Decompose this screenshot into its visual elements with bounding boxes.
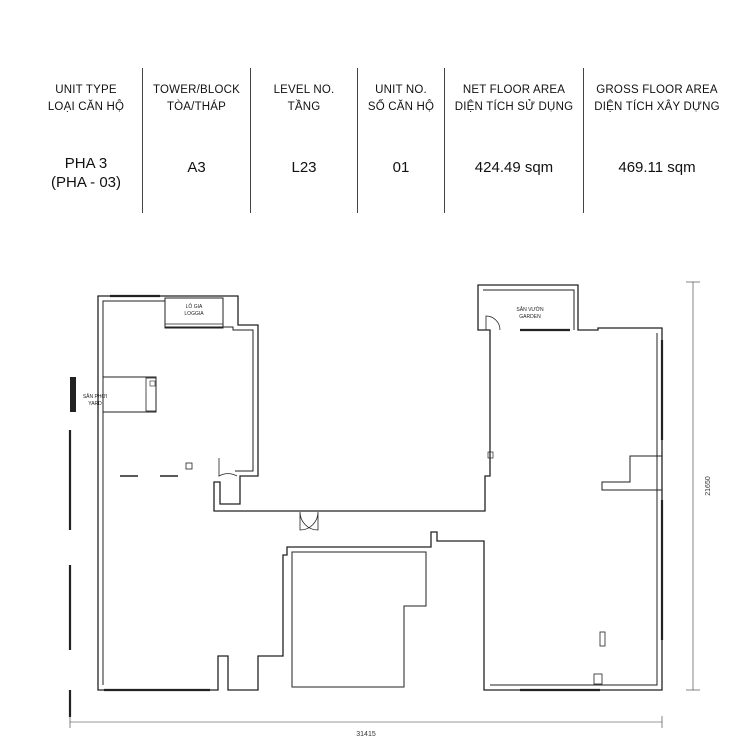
yard-label-vi: SÂN PHƠI <box>83 393 107 400</box>
column-mark <box>185 462 193 470</box>
left-wing-inner-wall <box>102 300 254 685</box>
tower-block-label-en: TOWER/BLOCK <box>153 84 240 96</box>
tower-block-value: A3 <box>143 158 250 177</box>
unit-info-table: UNIT TYPE LOẠI CĂN HỘ PHA 3 (PHA - 03) T… <box>30 68 730 213</box>
right-fixture-2 <box>593 673 603 685</box>
net-floor-area-header: NET FLOOR AREA DIỆN TÍCH SỬ DỤNG <box>445 82 583 116</box>
yard-wall <box>103 376 157 413</box>
column-divider <box>357 68 358 213</box>
floor-plan-walls <box>68 284 664 717</box>
left-wing-outer-wall <box>97 284 663 691</box>
level-no-label-vi: TẦNG <box>287 101 321 113</box>
column-divider <box>250 68 251 213</box>
net-floor-area-value-text: 424.49 sqm <box>474 159 554 176</box>
gross-floor-area-value: 469.11 sqm <box>584 158 730 177</box>
height-dimension-label: 21650 <box>705 476 712 496</box>
tower-block-label-vi: TÒA/THÁP <box>166 101 227 113</box>
unit-no-label-en: UNIT NO. <box>375 84 427 96</box>
tower-block-header: TOWER/BLOCK TÒA/THÁP <box>143 82 250 116</box>
gross-floor-area-label-en: GROSS FLOOR AREA <box>596 84 718 96</box>
tower-block-column: TOWER/BLOCK TÒA/THÁP A3 <box>143 68 250 213</box>
garden-label-en: GARDEN <box>519 314 541 320</box>
left-wing-windows <box>68 294 210 717</box>
unit-type-header: UNIT TYPE LOẠI CĂN HỘ <box>30 82 142 116</box>
level-no-header: LEVEL NO. TẦNG <box>251 82 357 116</box>
net-floor-area-label-vi: DIỆN TÍCH SỬ DỤNG <box>454 101 574 113</box>
column-divider <box>142 68 143 213</box>
unit-type-value-line-1: PHA 3 <box>64 155 108 172</box>
loggia-room <box>164 297 224 329</box>
yard-ledge <box>70 377 76 412</box>
level-no-value: L23 <box>251 158 357 177</box>
unit-type-label-en: UNIT TYPE <box>55 84 117 96</box>
height-dimension <box>686 281 700 691</box>
level-no-label-en: LEVEL NO. <box>273 84 335 96</box>
level-no-column: LEVEL NO. TẦNG L23 <box>251 68 357 213</box>
gross-floor-area-value-text: 469.11 sqm <box>618 159 696 176</box>
loggia-label-en: LOGGIA <box>184 311 204 317</box>
net-floor-area-value: 424.49 sqm <box>445 158 583 177</box>
tower-block-value-text: A3 <box>187 159 206 176</box>
net-floor-area-label-en: NET FLOOR AREA <box>462 84 566 96</box>
center-room-walls <box>291 551 427 688</box>
entry-door-swing <box>299 511 319 531</box>
right-wing-windows <box>520 328 664 692</box>
unit-no-value-text: 01 <box>392 159 410 176</box>
unit-type-value: PHA 3 (PHA - 03) <box>30 154 142 192</box>
gross-floor-area-column: GROSS FLOOR AREA DIỆN TÍCH XÂY DỰNG 469.… <box>584 68 730 213</box>
right-wing-notch <box>601 455 662 491</box>
unit-no-header: UNIT NO. SỐ CĂN HỘ <box>358 82 444 116</box>
column-divider <box>444 68 445 213</box>
width-dimension <box>69 716 663 728</box>
garden-wall <box>483 289 575 330</box>
yard-fixture <box>149 380 156 387</box>
unit-no-value: 01 <box>358 158 444 177</box>
unit-type-column: UNIT TYPE LOẠI CĂN HỘ PHA 3 (PHA - 03) <box>30 68 142 213</box>
unit-type-label-vi: LOẠI CĂN HỘ <box>47 101 125 113</box>
loggia-label-vi: LÔ GIA <box>186 303 203 310</box>
garden-door-swing <box>485 315 501 331</box>
gross-floor-area-label-vi: DIỆN TÍCH XÂY DỰNG <box>594 101 720 113</box>
garden-label-vi: SÂN VƯỜN <box>516 306 544 313</box>
unit-no-label-vi: SỐ CĂN HỘ <box>367 101 435 113</box>
level-no-value-text: L23 <box>291 159 317 176</box>
column-divider <box>583 68 584 213</box>
side-door-swing <box>218 458 238 477</box>
yard-enclosure <box>145 377 157 412</box>
right-wing-inner-wall <box>490 333 658 686</box>
right-fixture-1 <box>599 631 606 647</box>
unit-type-value-line-2: (PHA - 03) <box>50 174 122 191</box>
unit-no-column: UNIT NO. SỐ CĂN HỘ 01 <box>358 68 444 213</box>
net-floor-area-column: NET FLOOR AREA DIỆN TÍCH SỬ DỤNG 424.49 … <box>445 68 583 213</box>
yard-label-en: YARD <box>88 401 102 407</box>
width-dimension-label: 31415 <box>356 731 376 738</box>
gross-floor-area-header: GROSS FLOOR AREA DIỆN TÍCH XÂY DỰNG <box>584 82 730 116</box>
right-fixture-3 <box>487 451 494 459</box>
